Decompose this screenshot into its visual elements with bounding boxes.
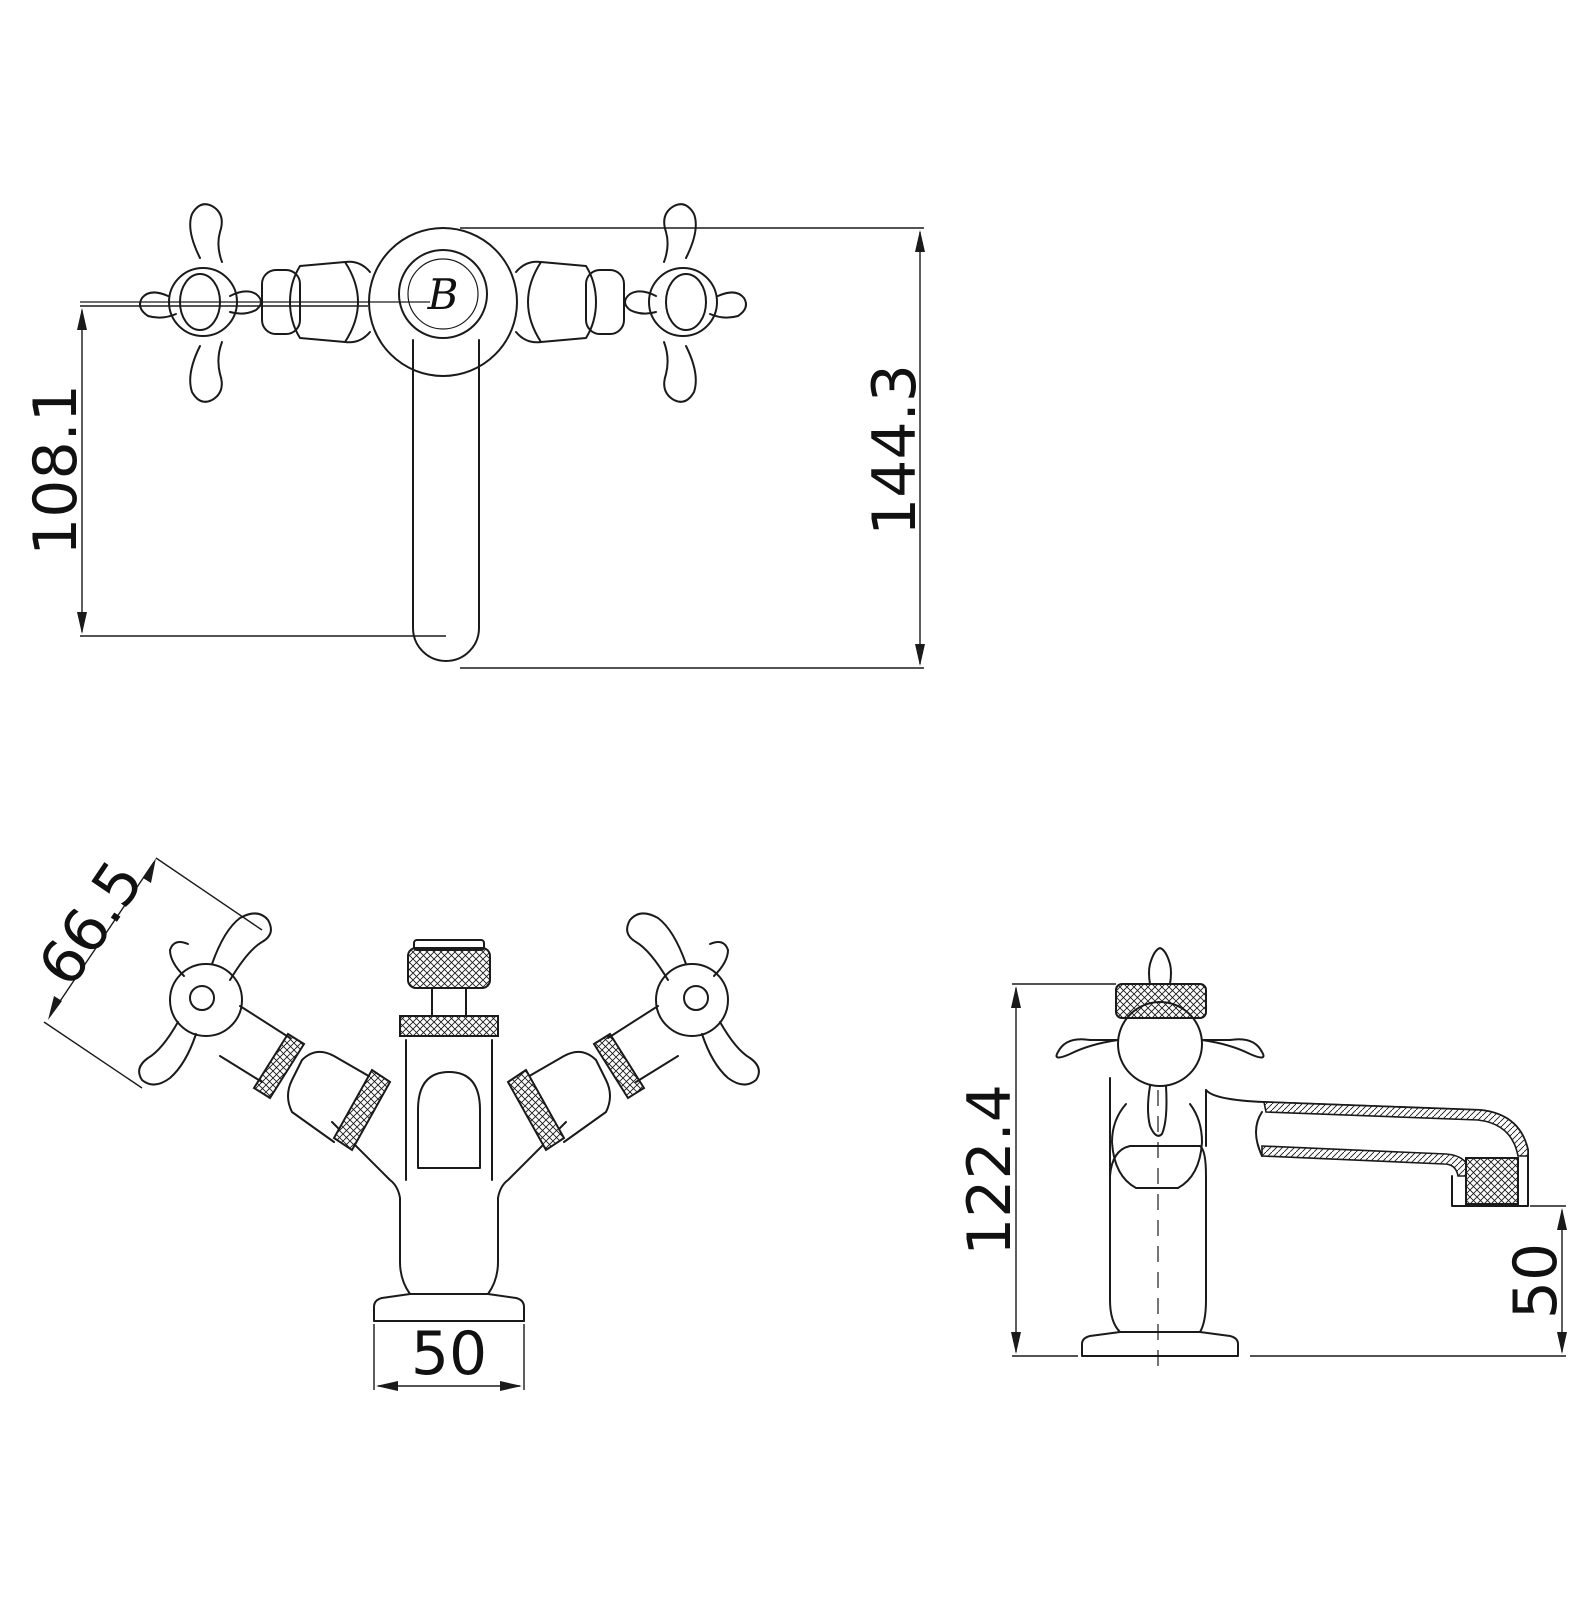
top-right-arm-collar xyxy=(527,261,542,343)
front-view xyxy=(138,912,760,1322)
top-view: B xyxy=(80,203,747,662)
side-view xyxy=(1055,947,1529,1370)
dim-top-left: 108.1 xyxy=(21,305,446,637)
side-collar xyxy=(1115,983,1207,1019)
top-left-crosshead xyxy=(139,203,262,403)
top-right-crosshead xyxy=(624,203,747,403)
dim-front-base-value: 50 xyxy=(411,1319,487,1389)
dim-front-diagonal-value: 66.5 xyxy=(25,849,158,999)
front-spout-outlet xyxy=(417,1071,481,1169)
dim-side-right-value: 50 xyxy=(1501,1243,1571,1319)
front-right-arm xyxy=(506,912,760,1152)
side-base xyxy=(1081,1331,1239,1357)
dim-top-right-value: 144.3 xyxy=(860,364,930,536)
front-base-plate xyxy=(373,1293,525,1322)
front-left-arm xyxy=(138,912,392,1152)
dim-side-left-value: 122.4 xyxy=(955,1084,1025,1256)
side-handle-top xyxy=(1148,947,1172,985)
logo-mark: B xyxy=(427,270,459,319)
front-popup-stem xyxy=(431,987,467,1017)
side-bulb xyxy=(1111,1103,1203,1189)
dim-top-left-value: 108.1 xyxy=(21,384,91,556)
side-handle-hub xyxy=(1117,1001,1203,1087)
dim-side-left: 122.4 xyxy=(955,983,1116,1357)
logo-disc-outer xyxy=(398,249,488,339)
top-spout xyxy=(412,339,480,662)
side-spout-wall-top xyxy=(1263,1101,1529,1157)
side-spout-wall-bottom xyxy=(1261,1145,1471,1177)
dim-side-right: 50 xyxy=(1250,1205,1571,1357)
logo-disc-inner xyxy=(407,258,479,330)
front-body-neck xyxy=(405,1039,493,1181)
front-body xyxy=(331,1121,567,1295)
top-right-arm-body xyxy=(515,260,597,344)
side-column xyxy=(1109,1145,1207,1333)
dim-top-right: 144.3 xyxy=(460,227,930,669)
side-handle-bottom xyxy=(1147,1085,1168,1137)
front-popup-collar xyxy=(399,1015,499,1037)
front-popup-knob xyxy=(407,947,491,989)
dim-front-diagonal: 66.5 xyxy=(25,849,263,1089)
dim-front-base: 50 xyxy=(373,1319,525,1391)
side-aerator xyxy=(1465,1157,1519,1205)
